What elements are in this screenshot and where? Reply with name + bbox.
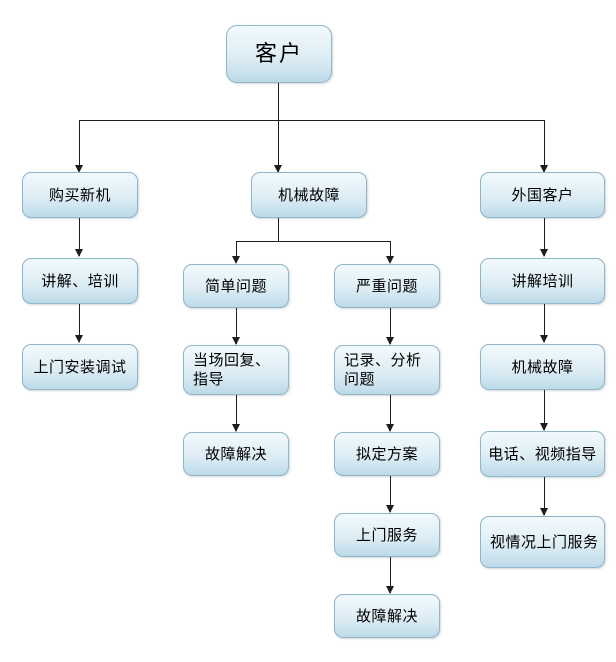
connector-b-stem bbox=[278, 218, 279, 242]
connector-bl1 bbox=[236, 308, 237, 344]
connector-root-stem bbox=[278, 83, 279, 173]
node-mechanical-fault-foreign[interactable]: 机械故障 bbox=[480, 344, 605, 390]
arrow-b-to-severe bbox=[386, 256, 394, 264]
node-label: 记录、分析问题 bbox=[344, 351, 422, 388]
node-root-customer[interactable]: 客户 bbox=[226, 25, 332, 83]
arrow-c1 bbox=[540, 249, 548, 257]
node-simple-problem[interactable]: 简单问题 bbox=[183, 264, 289, 308]
node-label: 拟定方案 bbox=[355, 444, 418, 463]
arrow-br2 bbox=[386, 424, 394, 432]
arrow-c2 bbox=[540, 335, 548, 343]
connector-br4 bbox=[390, 557, 391, 593]
node-label: 视情况上门服务 bbox=[490, 532, 599, 551]
node-label: 故障解决 bbox=[204, 444, 267, 463]
node-onsite-install-debug[interactable]: 上门安装调试 bbox=[22, 344, 138, 390]
node-foreign-customer[interactable]: 外国客户 bbox=[480, 172, 605, 218]
node-label: 严重问题 bbox=[355, 276, 418, 295]
node-label: 简单问题 bbox=[204, 276, 267, 295]
node-onsite-reply-guidance[interactable]: 当场回复、指导 bbox=[183, 345, 289, 395]
node-fault-resolved-severe[interactable]: 故障解决 bbox=[334, 594, 440, 638]
connector-bl2 bbox=[236, 395, 237, 431]
node-buy-new-machine[interactable]: 购买新机 bbox=[22, 172, 138, 218]
node-label: 机械故障 bbox=[511, 357, 574, 376]
arrow-b-to-simple bbox=[232, 256, 240, 264]
node-onsite-service[interactable]: 上门服务 bbox=[334, 513, 440, 557]
arrow-a1 bbox=[75, 249, 83, 257]
arrow-bl1 bbox=[232, 337, 240, 345]
arrow-a2 bbox=[75, 335, 83, 343]
connector-b-to-simple bbox=[236, 241, 237, 261]
node-phone-video-guidance[interactable]: 电话、视频指导 bbox=[480, 431, 605, 477]
connector-bus-to-right bbox=[544, 120, 545, 168]
connector-bus-to-left bbox=[79, 120, 80, 168]
node-onsite-service-if-needed[interactable]: 视情况上门服务 bbox=[480, 516, 605, 568]
node-label: 故障解决 bbox=[355, 606, 418, 625]
arrow-bus-to-right bbox=[540, 165, 548, 173]
connector-c2 bbox=[544, 304, 545, 342]
connector-c4 bbox=[544, 477, 545, 515]
connector-c1 bbox=[544, 218, 545, 256]
node-record-analyze-problem[interactable]: 记录、分析问题 bbox=[334, 345, 440, 395]
arrow-c3 bbox=[540, 423, 548, 431]
arrow-root-to-middle bbox=[274, 165, 282, 173]
connector-br1 bbox=[390, 308, 391, 344]
arrow-br4 bbox=[386, 586, 394, 594]
node-label: 客户 bbox=[254, 41, 303, 67]
connector-c3 bbox=[544, 390, 545, 430]
connector-br2 bbox=[390, 395, 391, 431]
node-label: 外国客户 bbox=[511, 185, 574, 204]
arrow-br1 bbox=[386, 337, 394, 345]
connector-br3 bbox=[390, 476, 391, 512]
node-severe-problem[interactable]: 严重问题 bbox=[334, 264, 440, 308]
node-mechanical-fault[interactable]: 机械故障 bbox=[251, 172, 367, 218]
node-label: 讲解、培训 bbox=[41, 271, 119, 290]
connector-a1 bbox=[79, 218, 80, 256]
node-label: 机械故障 bbox=[277, 185, 340, 204]
arrow-bus-to-left bbox=[75, 165, 83, 173]
arrow-c4 bbox=[540, 508, 548, 516]
connector-b-to-severe bbox=[390, 241, 391, 261]
node-label: 当场回复、指导 bbox=[193, 351, 271, 388]
connector-a2 bbox=[79, 304, 80, 342]
node-label: 购买新机 bbox=[48, 185, 111, 204]
node-label: 上门安装调试 bbox=[33, 357, 127, 376]
connector-top-bus bbox=[79, 120, 544, 121]
node-label: 上门服务 bbox=[355, 525, 418, 544]
node-label: 电话、视频指导 bbox=[488, 444, 597, 463]
arrow-bl2 bbox=[232, 424, 240, 432]
arrow-br3 bbox=[386, 505, 394, 513]
node-explain-training[interactable]: 讲解、培训 bbox=[22, 258, 138, 304]
node-label: 讲解培训 bbox=[511, 271, 574, 290]
node-draft-plan[interactable]: 拟定方案 bbox=[334, 432, 440, 476]
node-explain-training-foreign[interactable]: 讲解培训 bbox=[480, 258, 605, 304]
node-fault-resolved-simple[interactable]: 故障解决 bbox=[183, 432, 289, 476]
connector-b-bus bbox=[236, 241, 391, 242]
